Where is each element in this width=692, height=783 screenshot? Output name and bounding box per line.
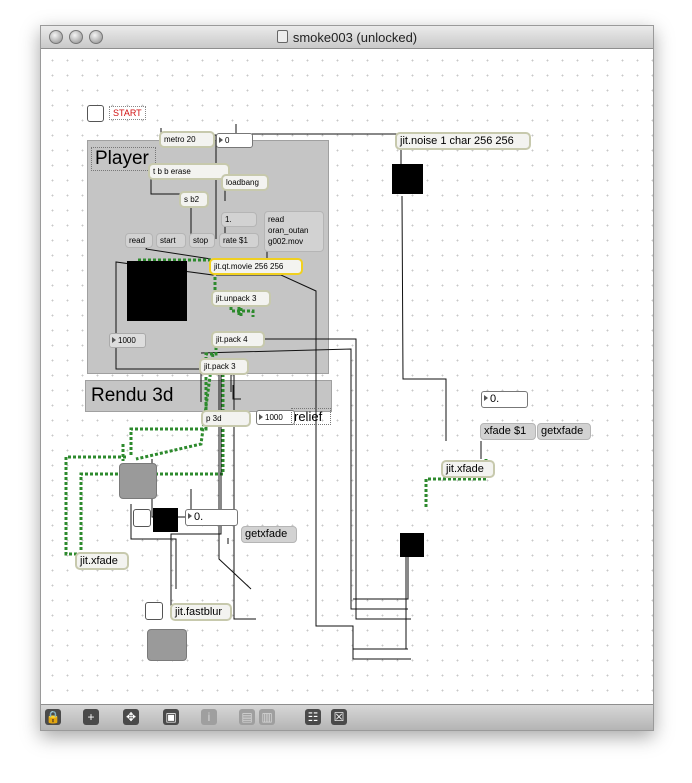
- new-object-icon[interactable]: +: [83, 709, 99, 725]
- jit-qt-movie-object[interactable]: jit.qt.movie 256 256: [209, 258, 303, 275]
- inspector-icon[interactable]: i: [201, 709, 217, 725]
- jit-pack3-object[interactable]: jit.pack 3: [199, 358, 249, 375]
- minimize-button[interactable]: [69, 30, 83, 44]
- left-output-preview: [153, 508, 178, 532]
- start-label: START: [109, 106, 146, 120]
- player-label: Player: [91, 147, 156, 171]
- presentation-icon[interactable]: ▣: [163, 709, 179, 725]
- start-toggle[interactable]: [87, 105, 104, 122]
- document-icon: [276, 30, 288, 43]
- send-b2-object[interactable]: s b2: [179, 191, 209, 208]
- patcher-canvas[interactable]: Player Rendu 3d: [41, 49, 653, 704]
- window-title: smoke003 (unlocked): [41, 30, 653, 45]
- right-output-preview: [400, 533, 424, 557]
- right-float-number[interactable]: 0.: [481, 391, 528, 408]
- read-file-message[interactable]: read oran_outan g002.mov: [264, 211, 324, 252]
- jit-xfade-right-object[interactable]: jit.xfade: [441, 460, 495, 478]
- xfade-message[interactable]: xfade $1: [480, 423, 536, 440]
- relief-label: relief: [291, 408, 332, 425]
- trigger-object[interactable]: t b b erase: [148, 163, 230, 180]
- player-number-box[interactable]: 1000: [109, 333, 146, 348]
- zoom-button[interactable]: [89, 30, 103, 44]
- metro-number-box[interactable]: 0: [216, 133, 253, 148]
- read-message[interactable]: read: [125, 233, 153, 248]
- start-message[interactable]: start: [156, 233, 186, 248]
- jit-noise-object[interactable]: jit.noise 1 char 256 256: [395, 132, 531, 150]
- player-preview-window: [127, 261, 187, 321]
- p-3d-object[interactable]: p 3d: [201, 410, 251, 427]
- grid-icon[interactable]: ☷: [305, 709, 321, 725]
- patcher-window: smoke003 (unlocked) Player Rendu 3d: [40, 25, 654, 731]
- stop-message[interactable]: stop: [189, 233, 215, 248]
- loadbang-object[interactable]: loadbang: [221, 174, 269, 191]
- paste-icon[interactable]: ▤: [239, 709, 255, 725]
- relief-number-box[interactable]: 1000: [256, 410, 295, 425]
- one-message[interactable]: 1.: [221, 212, 257, 227]
- rendu-label: Rendu 3d: [91, 385, 174, 406]
- gate-object[interactable]: [119, 463, 157, 499]
- getxfade-left-message[interactable]: getxfade: [241, 526, 297, 543]
- jit-fastblur-object[interactable]: jit.fastblur: [170, 603, 232, 621]
- lock-icon[interactable]: 🔒: [45, 709, 61, 725]
- jit-pack4-object[interactable]: jit.pack 4: [211, 331, 265, 348]
- title-bar: smoke003 (unlocked): [41, 26, 653, 49]
- blur-gate-object[interactable]: [147, 629, 187, 661]
- jit-xfade-left-object[interactable]: jit.xfade: [75, 552, 129, 570]
- rate-message[interactable]: rate $1: [219, 233, 259, 248]
- jit-unpack-object[interactable]: jit.unpack 3: [211, 290, 271, 307]
- snap-icon[interactable]: ☒: [331, 709, 347, 725]
- metro-object[interactable]: metro 20: [159, 131, 215, 148]
- fastblur-toggle[interactable]: [145, 602, 163, 620]
- noise-preview-window: [392, 164, 423, 194]
- left-toggle[interactable]: [133, 509, 151, 527]
- left-float-number[interactable]: 0.: [185, 509, 238, 526]
- close-button[interactable]: [49, 30, 63, 44]
- duplicate-icon[interactable]: ▥: [259, 709, 275, 725]
- patcher-toolbar: 🔒 + ✥ ▣ i ▤ ▥ ☷ ☒: [41, 704, 653, 730]
- move-icon[interactable]: ✥: [123, 709, 139, 725]
- getxfade-right-message[interactable]: getxfade: [537, 423, 591, 440]
- patch-cords: [64, 124, 488, 660]
